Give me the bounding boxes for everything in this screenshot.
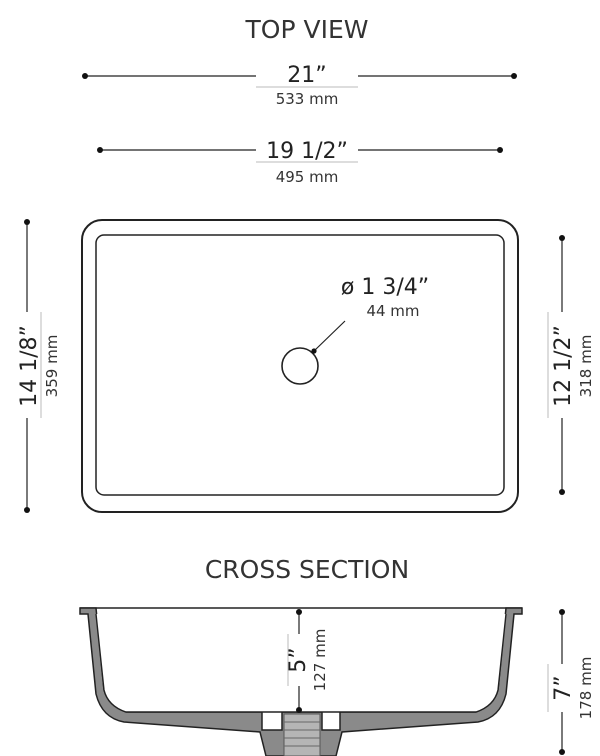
dimension-endpoint-right [511,73,517,79]
overall-depth-dimension: 14 1/8” 359 mm [17,219,61,513]
overall-depth-metric: 359 mm [43,335,61,398]
top-view-title: TOP VIEW [245,15,369,44]
overall-height-imperial: 7” [551,675,576,700]
inner-width-dimension: 19 1/2” 495 mm [97,139,503,186]
dimension-endpoint-left [82,73,88,79]
inner-width-imperial: 19 1/2” [266,139,348,164]
inner-depth-metric: 318 mm [577,335,595,398]
inner-depth-imperial: 12 1/2” [551,325,576,407]
inner-width-metric: 495 mm [276,168,339,186]
overall-width-metric: 533 mm [276,90,339,108]
overall-height-dimension: 7” 178 mm [547,609,595,755]
overall-depth-imperial: 14 1/8” [17,325,42,407]
bowl-depth-imperial: 5” [286,647,311,672]
drain-hole-metric: 44 mm [366,302,419,320]
drain-hole-imperial: ø 1 3/4” [341,275,429,300]
overall-width-imperial: 21” [287,63,326,88]
drain-hole-callout: ø 1 3/4” 44 mm [311,275,429,354]
sink-top-view-outline [81,219,519,513]
drain-fitting [283,713,321,756]
sink-cross-section-profile [79,607,523,756]
cross-section-title: CROSS SECTION [205,555,409,584]
overall-height-metric: 178 mm [577,657,595,720]
dimension-endpoint-right [497,147,503,153]
bowl-depth-metric: 127 mm [311,629,329,692]
overall-width-dimension: 21” 533 mm [82,63,517,108]
dimension-endpoint-left [97,147,103,153]
bowl-depth-dimension: 5” 127 mm [286,609,329,713]
inner-depth-dimension: 12 1/2” 318 mm [547,235,595,495]
drain-hole [281,347,319,385]
